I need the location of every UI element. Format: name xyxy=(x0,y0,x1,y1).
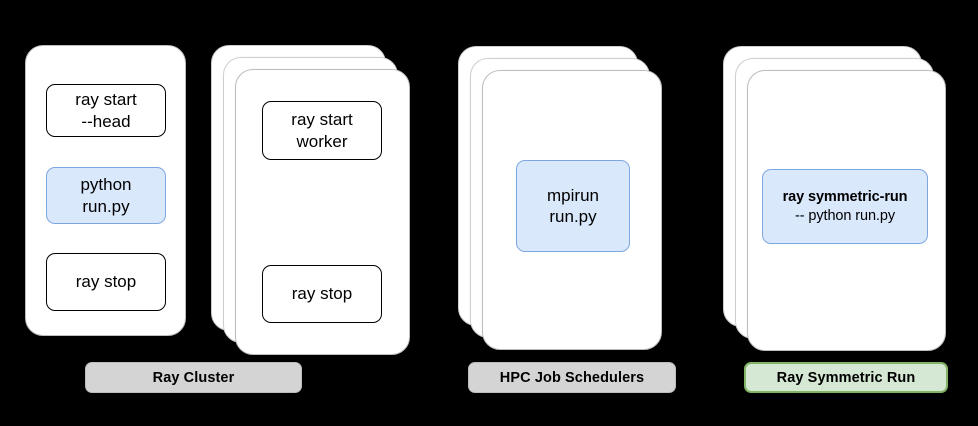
group-label-text: Ray Symmetric Run xyxy=(776,369,916,386)
cmd-line-1: mpirun xyxy=(547,185,599,205)
group-label-text: HPC Job Schedulers xyxy=(499,369,645,386)
cmd-ray-start-head[interactable]: ray start --head xyxy=(46,84,166,137)
cmd-line-2: run.py xyxy=(82,196,130,216)
cmd-line-2: --head xyxy=(81,111,131,131)
cmd-ray-stop-head[interactable]: ray stop xyxy=(46,253,166,311)
cmd-ray-symmetric-run[interactable]: ray symmetric-run -- python run.py xyxy=(762,169,928,244)
cmd-line-1: ray stop xyxy=(291,284,353,304)
cmd-mpirun-run-py[interactable]: mpirun run.py xyxy=(516,160,630,252)
cmd-ray-start-worker[interactable]: ray start worker xyxy=(262,101,382,160)
cmd-line-1: ray start xyxy=(291,110,353,130)
cmd-line-2: -- python run.py xyxy=(795,207,895,224)
cmd-line-1: ray start xyxy=(75,90,137,110)
cmd-line-1: python xyxy=(80,175,132,195)
cmd-line-1: ray symmetric-run xyxy=(782,189,908,206)
cmd-line-2: worker xyxy=(296,131,348,151)
group-label-hpc-job-schedulers[interactable]: HPC Job Schedulers xyxy=(468,362,676,393)
group-label-ray-cluster[interactable]: Ray Cluster xyxy=(85,362,302,393)
cmd-ray-stop-worker[interactable]: ray stop xyxy=(262,265,382,323)
cmd-line-1: ray stop xyxy=(75,272,137,292)
cmd-line-2: run.py xyxy=(549,207,597,226)
group-label-ray-symmetric-run[interactable]: Ray Symmetric Run xyxy=(744,362,948,393)
cmd-python-run-py[interactable]: python run.py xyxy=(46,167,166,224)
group-label-text: Ray Cluster xyxy=(152,369,235,386)
